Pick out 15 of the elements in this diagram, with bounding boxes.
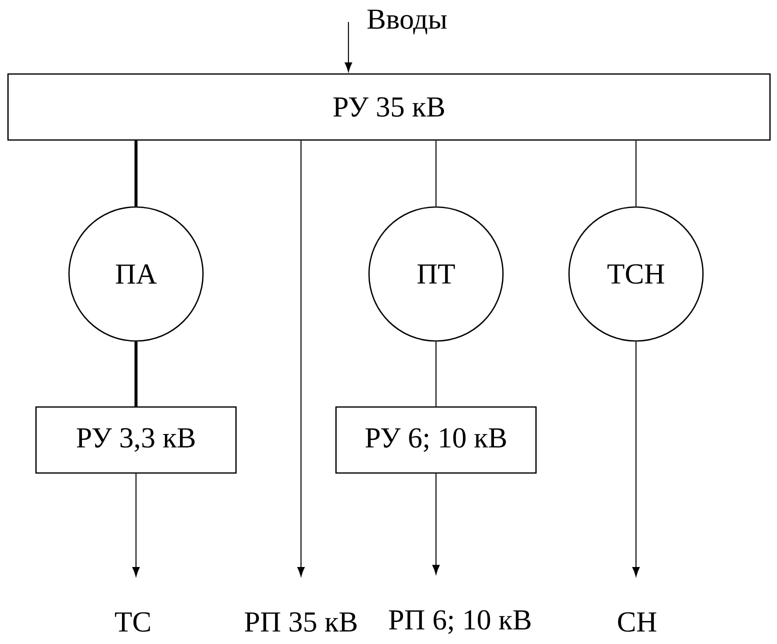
connector (432, 473, 440, 574)
terminal-label: ТС (115, 612, 150, 632)
connector (632, 341, 640, 576)
switchgear-box: РУ 6; 10 кВ (335, 406, 537, 474)
terminal-label: Вводы (367, 10, 447, 34)
terminal-label: РП 35 кВ (244, 612, 357, 632)
connector (134, 342, 138, 406)
connector (344, 22, 352, 72)
connector (132, 473, 140, 576)
terminal-label: РП 6; 10 кВ (388, 610, 530, 634)
connector (297, 140, 305, 576)
connector (134, 140, 138, 206)
terminal-label: СН (618, 612, 656, 632)
switchgear-box: РУ 35 кВ (7, 73, 771, 141)
switchgear-box: РУ 3,3 кВ (35, 406, 237, 474)
